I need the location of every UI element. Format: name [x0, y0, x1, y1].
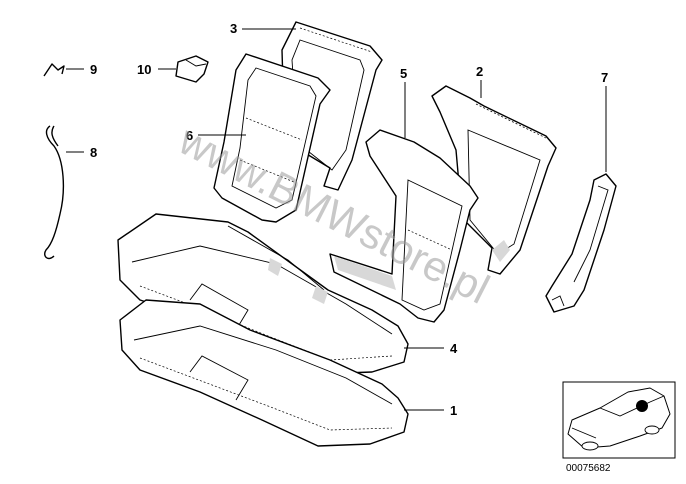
- callout-10: 10: [137, 62, 151, 77]
- part-6-backrest-pad: [213, 53, 331, 223]
- part-5-backrest-frame: [329, 129, 479, 323]
- callout-2: 2: [476, 64, 483, 79]
- reference-number: 00075682: [566, 463, 611, 474]
- part-1-seat-cushion-base: [119, 299, 409, 447]
- part-2-side-backrest-frame: [431, 85, 557, 275]
- part-8-wire-spring: [44, 125, 65, 260]
- callout-3: 3: [230, 21, 237, 36]
- callout-4: 4: [450, 341, 458, 356]
- vehicle-location-thumbnail: [562, 381, 676, 459]
- leader-lines: [66, 28, 607, 411]
- callout-7: 7: [601, 70, 608, 85]
- callout-9: 9: [90, 62, 97, 77]
- part-9-clip: [43, 63, 65, 77]
- callout-5: 5: [400, 66, 407, 81]
- part-7-side-bolster: [545, 173, 617, 313]
- callout-6: 6: [186, 128, 193, 143]
- callout-1: 1: [450, 403, 457, 418]
- callout-8: 8: [90, 145, 97, 160]
- part-10-pad: [175, 55, 209, 83]
- location-marker: [636, 400, 648, 412]
